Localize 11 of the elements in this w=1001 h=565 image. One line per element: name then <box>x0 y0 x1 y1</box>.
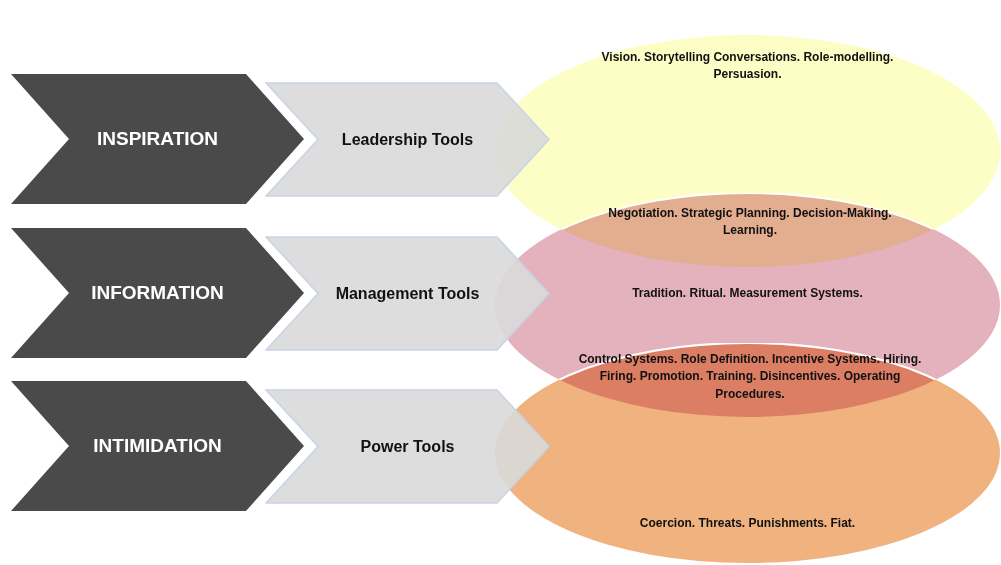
tool-list-text: Control Systems. Role Definition. Incentive Systems. Hiring. Firing. Promotion. Training. Disincentives. Operating Procedures. <box>577 351 923 403</box>
chevron-label: INTIMIDATION <box>92 434 223 459</box>
chevron-label: Power Tools <box>359 436 456 457</box>
tool-list-text: Tradition. Ritual. Measurement Systems. <box>631 285 864 302</box>
chevron-label: INFORMATION <box>90 281 225 306</box>
chevron-label: Leadership Tools <box>340 129 475 150</box>
tool-list-text: Vision. Storytelling Conversations. Role-modelling. Persuasion. <box>600 49 895 84</box>
tool-list-text: Coercion. Threats. Punishments. Fiat. <box>638 515 857 532</box>
chevron-label: Management Tools <box>334 283 481 304</box>
chevron-label: INSPIRATION <box>95 127 219 152</box>
tool-list-text: Negotiation. Strategic Planning. Decision-Making. Learning. <box>607 205 893 240</box>
